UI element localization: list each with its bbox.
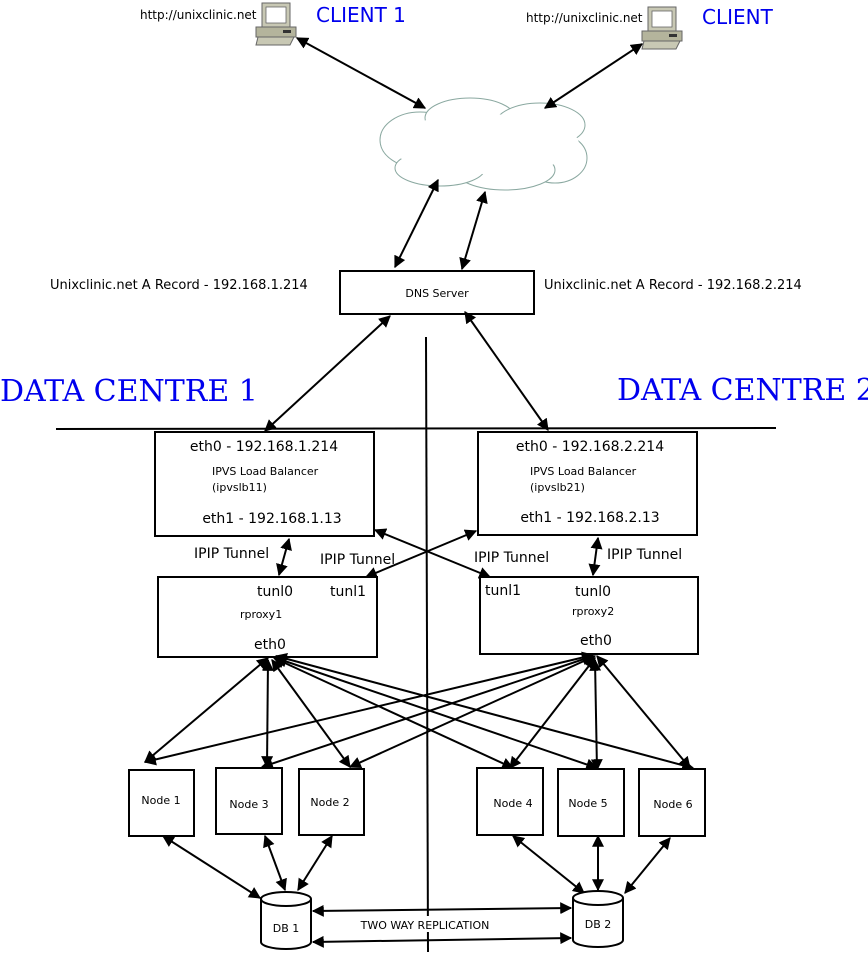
lb1-name: IPVS Load Balancer — [212, 465, 319, 478]
tunnel-label-2: IPIP Tunnel — [607, 547, 682, 563]
lb1-eth1: eth1 - 192.168.1.13 — [202, 511, 341, 527]
client-1-url: http://unixclinic.net — [140, 8, 257, 22]
dns-server-label: DNS Server — [405, 287, 469, 300]
internet-dns-link — [394, 178, 439, 269]
client-1-label: CLIENT 1 — [316, 3, 406, 27]
node-db-links — [161, 834, 671, 899]
node-label: Node 4 — [493, 797, 532, 810]
rproxy-2: tunl1 tunl0 rproxy2 eth0 — [479, 576, 699, 655]
db2-label: DB 2 — [585, 918, 612, 931]
replication-link — [311, 932, 573, 948]
lb2-name: IPVS Load Balancer — [530, 465, 637, 478]
internet-dns-link — [459, 190, 488, 271]
tunnel-label-cross-2: IPIP Tunnel — [474, 550, 549, 566]
node-label: Node 1 — [141, 794, 180, 807]
client-1: http://unixclinic.net CLIENT 1 — [140, 2, 406, 46]
rproxy1-name: rproxy1 — [240, 608, 282, 621]
tunnel-label-cross-1: IPIP Tunnel — [320, 552, 395, 568]
datacentre-1-title: DATA CENTRE 1 — [0, 374, 258, 409]
database-2: DB 2 — [572, 890, 624, 948]
client1-internet-link — [295, 37, 427, 109]
lb1-host: (ipvslb11) — [212, 481, 267, 494]
computer-icon — [255, 2, 297, 46]
client2-internet-link — [543, 43, 644, 109]
node-2: Node 2 — [298, 768, 365, 836]
rproxy2-eth0: eth0 — [580, 633, 612, 649]
horizontal-divider — [55, 427, 777, 430]
load-balancer-2: eth0 - 192.168.2.214 IPVS Load Balancer … — [477, 431, 698, 536]
dns-lb1-link — [264, 315, 391, 432]
node-5: Node 5 — [557, 768, 625, 837]
rproxy2-tunl0: tunl0 — [575, 584, 611, 600]
node-label: Node 3 — [229, 798, 268, 811]
dns-record-right: Unixclinic.net A Record - 192.168.2.214 — [544, 278, 802, 293]
node-label: Node 5 — [568, 797, 607, 810]
tunnel-lb2-rproxy1 — [364, 529, 478, 579]
tunnel-lb2-rproxy2 — [588, 536, 603, 577]
client-2-url: http://unixclinic.net — [526, 11, 643, 25]
computer-icon — [641, 6, 683, 50]
replication-link — [311, 902, 573, 917]
lb1-eth0: eth0 - 192.168.1.214 — [190, 439, 338, 455]
datacentre-2-title: DATA CENTRE 2 — [617, 373, 868, 408]
lb2-eth0: eth0 - 192.168.2.214 — [516, 439, 664, 455]
rproxy2-name: rproxy2 — [572, 605, 614, 618]
rproxy2-tunl1: tunl1 — [485, 583, 521, 599]
tunnel-label-1: IPIP Tunnel — [194, 546, 269, 562]
tunnel-lb1-rproxy1 — [276, 537, 292, 577]
load-balancer-1: eth0 - 192.168.1.214 IPVS Load Balancer … — [154, 431, 375, 537]
dns-record-left: Unixclinic.net A Record - 192.168.1.214 — [50, 278, 308, 293]
node-label: Node 2 — [310, 796, 349, 809]
cloud-icon — [379, 97, 588, 191]
lb2-eth1: eth1 - 192.168.2.13 — [520, 510, 659, 526]
node-3: Node 3 — [215, 767, 283, 835]
node-1: Node 1 — [128, 769, 195, 837]
node-6: Node 6 — [638, 768, 706, 837]
dns-server-box — [339, 270, 535, 315]
rproxy1-tunl1: tunl1 — [330, 584, 366, 600]
rproxy-1: tunl0 tunl1 rproxy1 eth0 — [157, 576, 378, 658]
proxy-node-links — [143, 651, 695, 772]
lb2-host: (ipvslb21) — [530, 481, 585, 494]
client-2: http://unixclinic.net CLIENT — [526, 5, 774, 50]
database-1: DB 1 — [260, 891, 312, 950]
dns-lb2-link — [464, 311, 549, 431]
rproxy1-eth0: eth0 — [254, 637, 286, 653]
node-label: Node 6 — [653, 798, 692, 811]
db1-label: DB 1 — [273, 922, 300, 935]
node-4: Node 4 — [476, 767, 544, 836]
vertical-divider — [425, 336, 429, 953]
rproxy1-tunl0: tunl0 — [257, 584, 293, 600]
client-2-label: CLIENT — [702, 5, 774, 29]
replication-label: TWO WAY REPLICATION — [360, 919, 490, 932]
